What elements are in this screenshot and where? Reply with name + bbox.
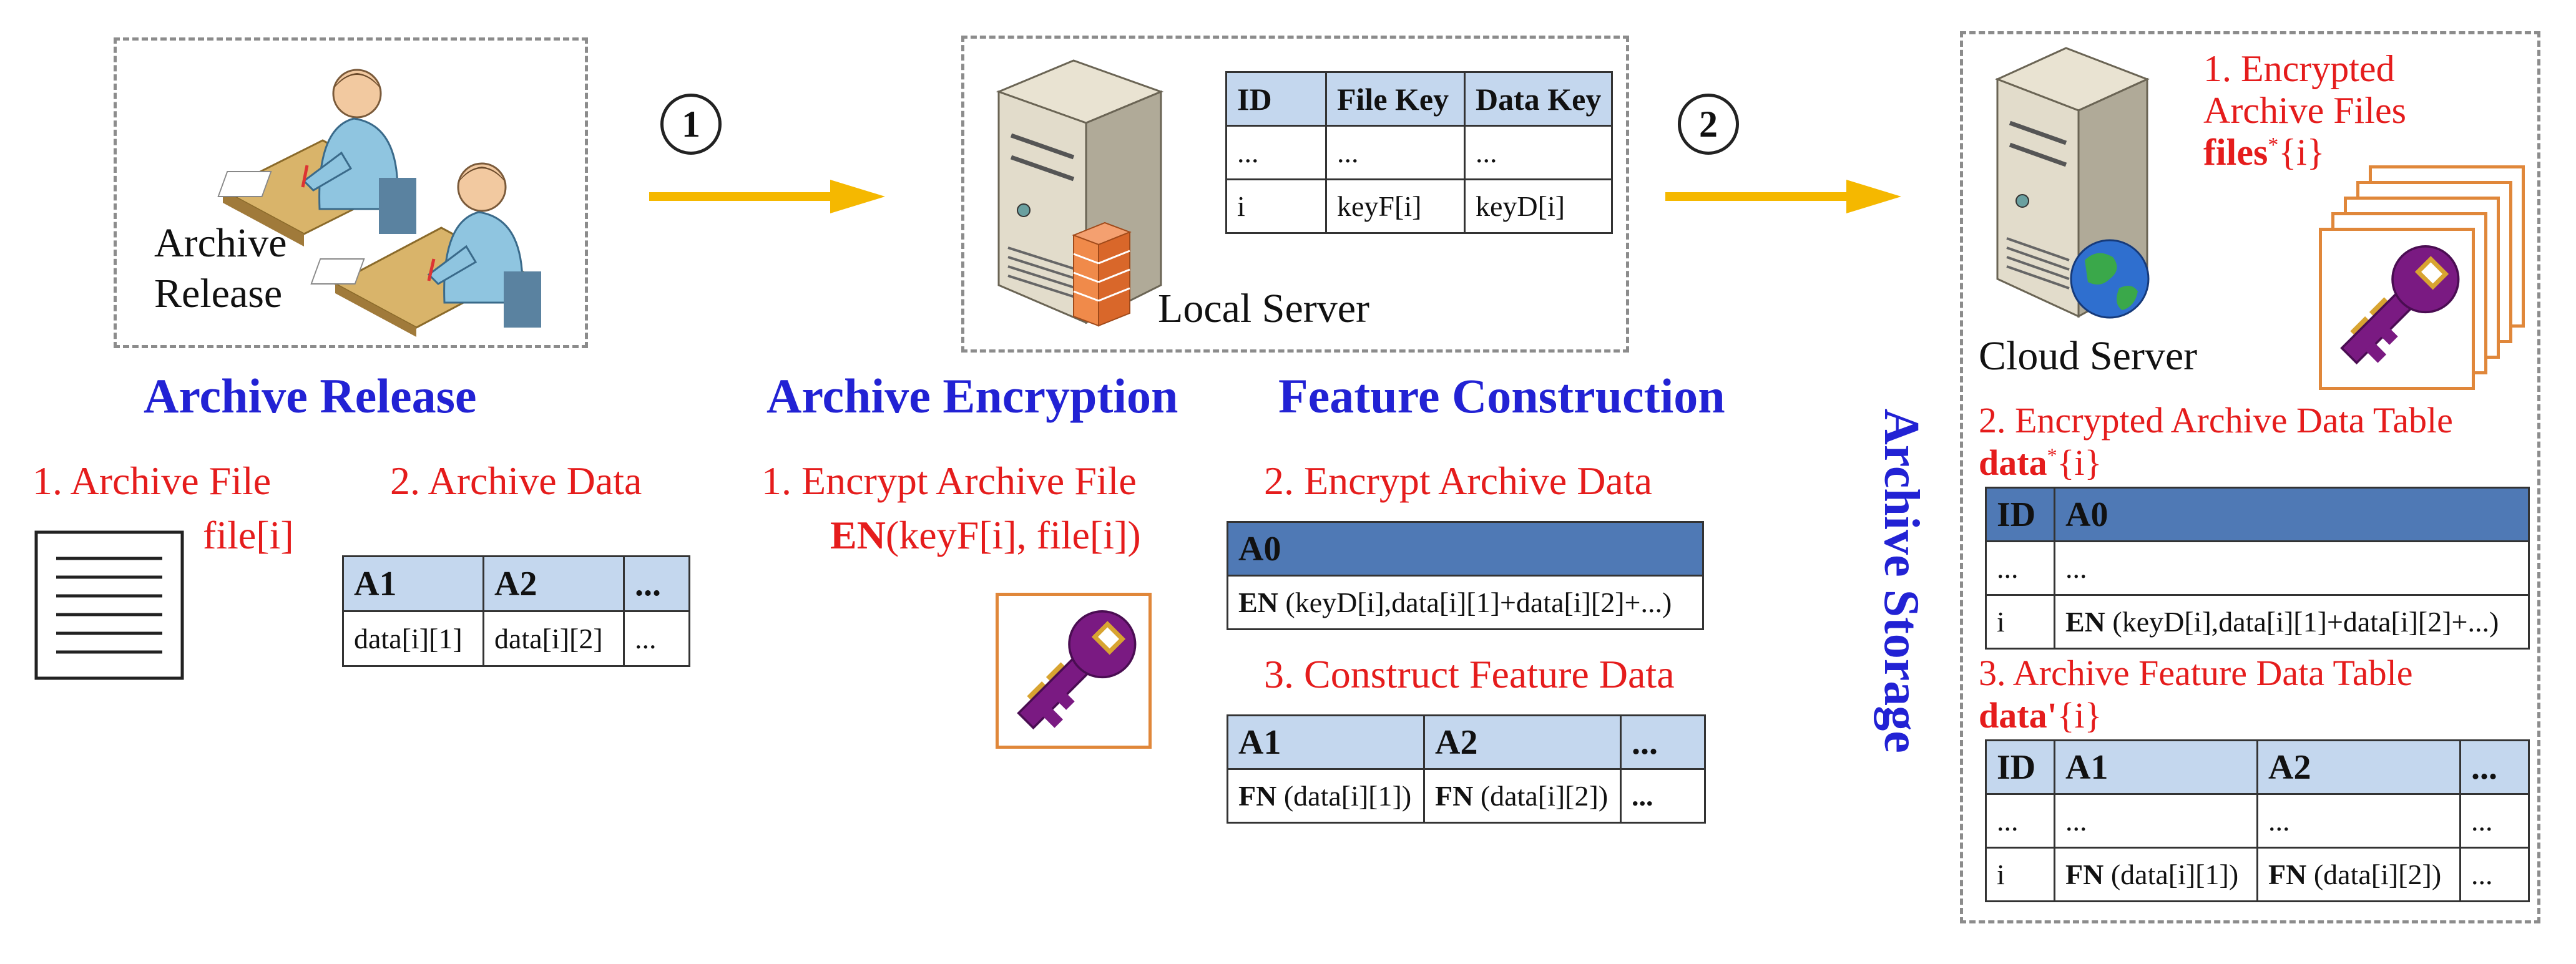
local-server-icon	[996, 59, 1164, 327]
table-cell: ...	[1985, 793, 2055, 849]
encrypt-data-label: 2. Encrypt Archive Data	[1264, 459, 1652, 503]
table-header: ID	[1985, 739, 2055, 795]
table-cell: ...	[2256, 793, 2461, 849]
table-header: A1	[1227, 714, 1425, 770]
key-icon	[2322, 231, 2472, 381]
construct-feature-label: 3. Construct Feature Data	[1264, 652, 1675, 696]
table-cell: keyD[i]	[1463, 178, 1614, 234]
archive-storage-label: Archive Storage	[1874, 409, 1929, 753]
table-header: A2	[1423, 714, 1622, 770]
table-header: A0	[1227, 521, 1704, 577]
encrypted-data-table: ID A0 ... ... i EN (keyD[i],data[i][1]+d…	[1985, 487, 2530, 650]
table-cell: i	[1985, 594, 2055, 650]
table-cell: FN (data[i][1])	[2054, 847, 2258, 902]
feature-data-table-label: 3. Archive Feature Data Table data'{i}	[1979, 653, 2413, 736]
table-header: ...	[1620, 714, 1706, 770]
workers-illustration	[217, 69, 541, 337]
table-cell: FN (data[i][2])	[1423, 768, 1622, 824]
document-icon	[34, 530, 184, 680]
table-header: A2	[2256, 739, 2461, 795]
archive-encryption-heading: Archive Encryption	[766, 369, 1178, 423]
table-cell: ...	[1985, 540, 2055, 596]
local-server-label: Local Server	[1158, 286, 1369, 331]
table-header: ID	[1985, 487, 2055, 542]
local-server-box: Local Server ID File Key Data Key ... ..…	[961, 36, 1629, 353]
table-cell: keyF[i]	[1325, 178, 1466, 234]
cloud-server-label: Cloud Server	[1979, 333, 2198, 379]
table-cell: data[i][1]	[342, 610, 484, 667]
table-cell: EN (keyD[i],data[i][1]+data[i][2]+...)	[2054, 594, 2530, 650]
feature-construction-heading: Feature Construction	[1278, 369, 1725, 423]
archive-file-var: file[i]	[203, 513, 294, 557]
file-card-front	[2319, 228, 2475, 390]
table-cell: ...	[2054, 793, 2258, 849]
step-1-badge: 1	[660, 94, 722, 155]
table-header: A2	[482, 555, 625, 612]
archive-data-label: 2. Archive Data	[390, 459, 642, 503]
feature-data-table: A1 A2 ... FN (data[i][1]) FN (data[i][2]…	[1227, 714, 1706, 824]
arrow-right-icon	[649, 180, 885, 213]
table-header: A1	[342, 555, 484, 612]
table-header: File Key	[1325, 71, 1466, 127]
key-icon	[999, 596, 1148, 746]
archive-release-box-label: Archive Release	[154, 220, 287, 316]
table-cell: i	[1985, 847, 2055, 902]
encrypt-key-frame	[996, 593, 1152, 749]
archive-data-table: A1 A2 ... data[i][1] data[i][2] ...	[342, 555, 690, 667]
cloud-server-icon	[1995, 47, 2150, 319]
key-table: ID File Key Data Key ... ... ... i keyF[…	[1225, 71, 1614, 234]
table-cell: ...	[1325, 125, 1466, 180]
table-cell: ...	[1620, 768, 1706, 824]
table-cell: ...	[1463, 125, 1614, 180]
archive-feature-data-table: ID A1 A2 ... ... ... ... ... i FN (data[…	[1985, 739, 2530, 902]
archive-file-label: 1. Archive File	[32, 459, 272, 503]
encrypted-files-label: 1. Encrypted Archive Files files*{i}	[2203, 48, 2406, 173]
encrypt-file-label: 1. Encrypt Archive File	[762, 459, 1137, 503]
step-2-badge: 2	[1678, 94, 1739, 155]
table-cell: ...	[2459, 793, 2530, 849]
table-cell: EN (keyD[i],data[i][1]+data[i][2]+...)	[1227, 575, 1704, 630]
table-cell: i	[1225, 178, 1327, 234]
encrypted-data-table-label: 2. Encrypted Archive Data Table data*{i}	[1979, 400, 2453, 484]
table-cell: ...	[1225, 125, 1327, 180]
table-header: A1	[2054, 739, 2258, 795]
table-header: ...	[2459, 739, 2530, 795]
table-header: ID	[1225, 71, 1327, 127]
encrypt-data-table: A0 EN (keyD[i],data[i][1]+data[i][2]+...…	[1227, 521, 1704, 630]
archive-release-box: Archive Release	[114, 37, 588, 348]
table-header: A0	[2054, 487, 2530, 542]
table-cell: ...	[2054, 540, 2530, 596]
cloud-server-box: Cloud Server 1. Encrypted Archive Files …	[1960, 31, 2540, 923]
encrypt-file-formula: EN(keyF[i], file[i])	[830, 513, 1141, 557]
table-cell: data[i][2]	[482, 610, 625, 667]
table-cell: FN (data[i][1])	[1227, 768, 1425, 824]
table-header: ...	[623, 555, 690, 612]
table-cell: ...	[2459, 847, 2530, 902]
archive-release-heading: Archive Release	[144, 369, 477, 423]
arrow-right-icon	[1665, 180, 1901, 213]
table-header: Data Key	[1463, 71, 1614, 127]
table-cell: ...	[623, 610, 690, 667]
table-cell: FN (data[i][2])	[2256, 847, 2461, 902]
